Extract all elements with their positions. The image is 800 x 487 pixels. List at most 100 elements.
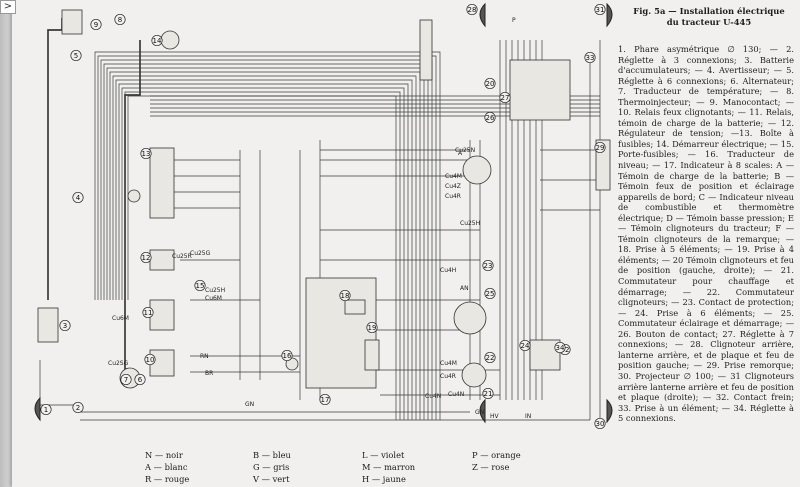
component-number: 18 [341, 292, 350, 300]
wire-gauge-label: RN [200, 353, 209, 360]
legend-entry: B — bleu [253, 450, 292, 460]
wire-gauge-label: IN [525, 413, 531, 420]
wire-gauge-label: HV [490, 413, 500, 420]
number-circle [499, 91, 511, 104]
wire-gauge-label: GN [475, 409, 484, 416]
number-circle [114, 13, 126, 26]
components [34, 2, 613, 424]
projector-icon [606, 398, 613, 424]
wire-gauge-label: Cu25G [190, 250, 211, 257]
legend-entry: A — blanc [144, 462, 188, 472]
component-number: 4 [76, 194, 81, 202]
wire [103, 63, 429, 420]
wire-gauge-label: Cu6M [112, 315, 129, 322]
component-number: 15 [196, 282, 205, 290]
wire-gauge-label: Cu2SG [108, 360, 129, 367]
component-number: 22 [486, 354, 495, 362]
rear-lamp-right-icon [606, 2, 613, 28]
component-number: 5 [74, 52, 78, 60]
number-circle [70, 49, 82, 62]
number-circle [484, 287, 496, 300]
component-number: 19 [368, 324, 377, 332]
number-circle [72, 401, 84, 414]
number-circle [594, 417, 606, 430]
figure-description: 1. Phare asymétrique ∅ 130; — 2. Réglett… [618, 44, 794, 424]
figure-title: Fig. 5a — Installation électrique du tra… [633, 6, 785, 27]
number-circle [484, 111, 496, 124]
wire-gauge-label: Cu4R [445, 193, 461, 200]
lighting-switch [453, 301, 487, 335]
component-number: 8 [118, 16, 122, 24]
component-number: 34 [556, 344, 565, 352]
number-circle [59, 319, 71, 332]
wire-gauge-label: A [458, 150, 463, 157]
horn-icon [479, 398, 486, 424]
component-number: 30 [596, 420, 605, 428]
component-number: 6 [138, 376, 143, 384]
wire-gauge-label: Cu25N [455, 147, 475, 154]
headlamp-left-icon [34, 396, 41, 422]
fuse-box [149, 147, 175, 219]
legend-entry: H — jaune [362, 474, 406, 484]
number-circle [584, 51, 596, 64]
connector-strip-5 [529, 339, 561, 371]
number-circle [281, 349, 293, 362]
number-circle [144, 353, 156, 366]
corner-button[interactable]: > [0, 0, 16, 14]
number-circle [594, 141, 606, 154]
component-number: 31 [596, 6, 605, 14]
connector-strip-6 [419, 19, 433, 81]
number-circle [140, 147, 152, 160]
wire-gauge-label: GN [245, 401, 254, 408]
number-circle [339, 289, 351, 302]
component-number: 16 [283, 352, 292, 360]
legend-entry: Z — rose [472, 462, 510, 472]
number-circle [134, 373, 146, 386]
component-number: 26 [486, 114, 495, 122]
wire-gauge-label: BR [205, 370, 213, 377]
wire [106, 67, 425, 420]
figure-caption: Fig. 5a — Installation électrique du tra… [618, 6, 794, 424]
number-circle [594, 3, 606, 16]
connector-strip-2 [61, 9, 83, 35]
component-number: 17 [321, 396, 330, 404]
number-circle [482, 259, 494, 272]
wire [121, 87, 405, 420]
number-circle [120, 373, 132, 386]
number-circle [482, 387, 494, 400]
component-number: 21 [484, 390, 493, 398]
wire-gauge-label: Cu4R [440, 373, 456, 380]
wire [109, 71, 421, 420]
number-circle [466, 3, 478, 16]
component-number: 10 [146, 356, 155, 364]
wire [47, 18, 63, 290]
number-circle [90, 18, 102, 31]
number-circle [554, 341, 566, 354]
component-number: 23 [484, 262, 493, 270]
scan-edge [0, 0, 12, 487]
number-circle [366, 321, 378, 334]
wire [97, 55, 437, 420]
wire-gauge-label: Cu4M [440, 360, 457, 367]
component-number: 32 [561, 346, 570, 354]
legend-entry: N — noir [145, 450, 183, 460]
component-number: 12 [142, 254, 151, 262]
indicator-switch [461, 362, 487, 388]
component-number: 28 [468, 6, 477, 14]
component-number: 27 [501, 94, 510, 102]
wire-gauge-label: Cu25H [205, 287, 225, 294]
wire-labels: Cu25GCu25NCu4MCu4ZCu4RCu4NCu4HCu25HCu6MC… [108, 17, 531, 420]
number-circle [72, 191, 84, 204]
wire [39, 360, 80, 406]
number-circle [142, 306, 154, 319]
legend-entry: R — rouge [145, 474, 189, 484]
wire [115, 79, 413, 420]
component-number: 2 [76, 404, 80, 412]
number-circle [519, 339, 531, 352]
legend-entry: P — orange [472, 450, 521, 460]
manual-page [12, 0, 800, 487]
wire-gauge-label: Cu4Z [445, 183, 461, 190]
wire-gauge-label: Cu6M [205, 295, 222, 302]
